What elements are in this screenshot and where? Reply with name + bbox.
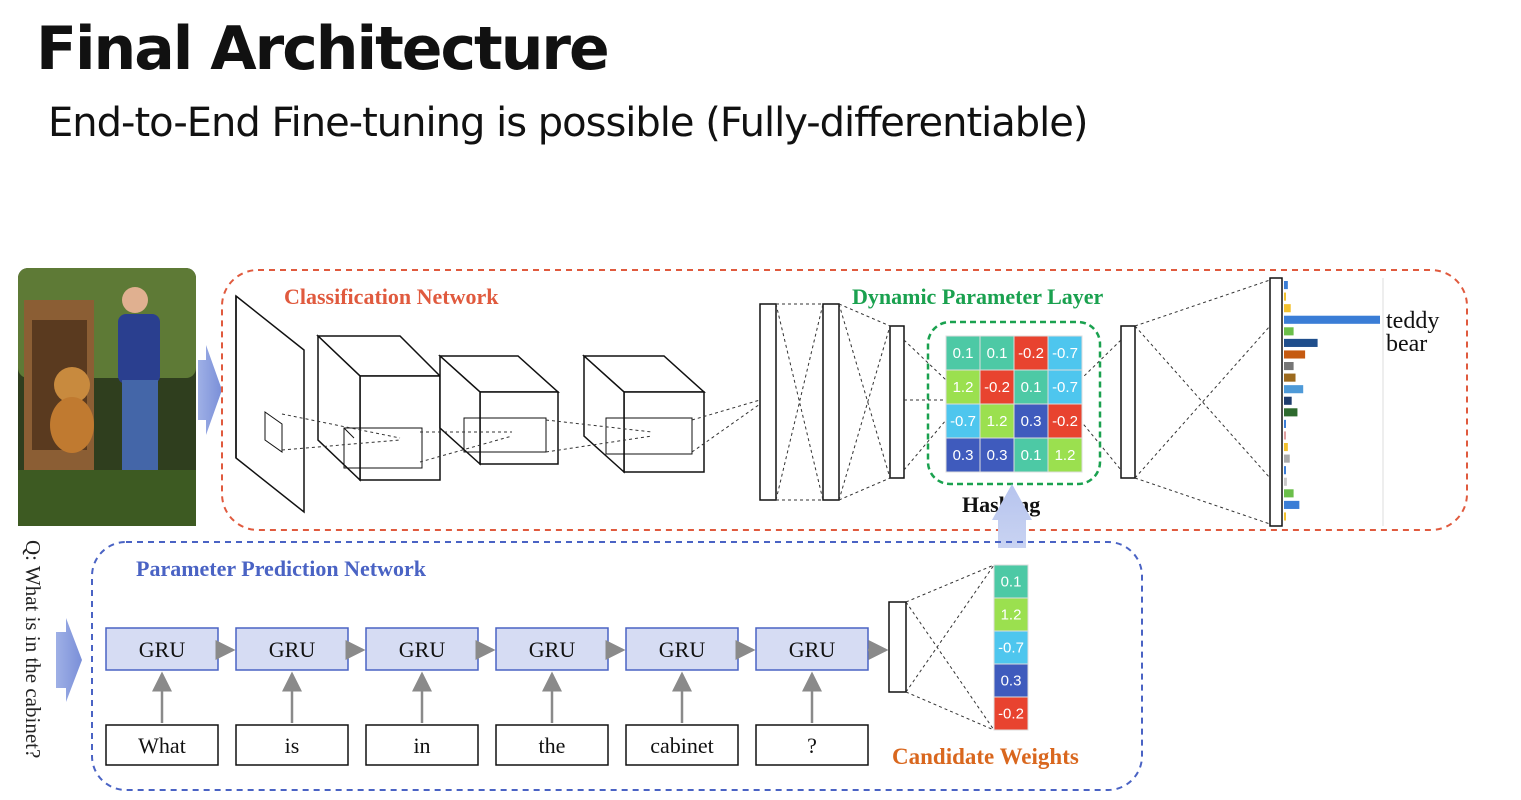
word-box [105,724,219,766]
weight-cell [945,437,981,473]
weight-cell-value: 0.3 [953,447,974,464]
word-token: is [285,733,300,758]
weight-cell-value: 1.2 [1055,447,1076,464]
candidate-weight-value: 1.2 [1001,607,1022,624]
gru-cell [105,627,219,671]
candidate-weight-cell [993,696,1029,731]
output-bar [1284,315,1380,324]
cnn-layer-1 [235,294,305,514]
output-bar [1284,396,1292,405]
ppn-label: Parameter Prediction Network [136,556,427,581]
weight-cell-value: -0.2 [1052,413,1078,430]
output-bar [1284,373,1296,382]
slide-title: Final Architecture [36,14,610,84]
word-token: ? [807,733,817,758]
classification-network-label: Classification Network [284,284,499,309]
ppn-fc-layer [888,601,907,693]
word-token: cabinet [650,733,714,758]
weight-cell-value: -0.7 [1052,379,1078,396]
output-histogram [1284,281,1380,521]
output-bar [1284,466,1286,475]
candidate-weight-cell [993,663,1029,698]
fc-layers [759,277,1283,527]
output-bar [1284,512,1286,521]
candidate-weight-cell [993,564,1029,599]
gru-label: GRU [399,637,446,662]
output-bar [1284,500,1300,509]
output-bar [1284,338,1318,347]
candidate-weight-cell [993,597,1029,632]
weight-cell-value: 0.3 [1021,413,1042,430]
candidate-weight-cell [993,630,1029,665]
output-bar [1284,408,1298,417]
weight-cell-value: 1.2 [953,379,974,396]
weight-cell-value: 0.1 [1021,447,1042,464]
cnn-cubes [316,334,706,482]
gru-row: GRU What GRU is GRU in GRU the GRU cabinet GRU? [105,627,869,766]
candidate-weight-value: 0.1 [1001,574,1022,591]
output-bar [1284,443,1288,452]
gru-cell [365,627,479,671]
image-input-arrow [198,345,222,435]
answer-text-line2: bear [1386,331,1427,357]
weight-cell [1013,369,1049,405]
gru-label: GRU [659,637,706,662]
weight-cell-value: 0.3 [987,447,1008,464]
candidate-weights-column: 0.1 1.2 -0.7 0.3 -0.2 [993,564,1029,731]
gru-cell [625,627,739,671]
weight-cell-value: 0.1 [987,345,1008,362]
slide-subtitle: End-to-End Fine-tuning is possible (Full… [48,100,1088,146]
output-bar [1284,477,1287,486]
word-box [365,724,479,766]
output-bar [1284,419,1286,428]
weight-cell [979,437,1015,473]
weight-cell [945,335,981,371]
weight-cell-value: -0.7 [950,413,976,430]
gru-label: GRU [139,637,186,662]
output-bar [1284,327,1294,336]
dynamic-parameter-label: Dynamic Parameter Layer [852,284,1104,309]
word-box [235,724,349,766]
word-box [755,724,869,766]
candidate-weight-value: -0.2 [998,706,1024,723]
output-bar [1284,431,1286,440]
dynamic-weight-grid: 0.1 0.1 -0.2 -0.7 1.2 -0.2 0.1 -0.7 -0.7 1.2 0.3 -0… [945,335,1083,473]
candidate-weight-value: -0.7 [998,640,1024,657]
hashing-up-arrow [992,484,1032,548]
output-bar [1284,385,1304,394]
question-text: Q: What is in the cabinet? [21,540,45,758]
word-box [625,724,739,766]
weight-cell-value: -0.7 [1052,345,1078,362]
gru-cell [755,627,869,671]
output-bar [1284,350,1306,359]
weight-cell-value: -0.2 [1018,345,1044,362]
word-box [495,724,609,766]
weight-cell-value: 1.2 [987,413,1008,430]
weight-cell-value: 0.1 [1021,379,1042,396]
output-bar [1284,304,1291,313]
weight-cell [1047,403,1083,439]
weight-cell [1013,335,1049,371]
output-bar [1284,454,1290,463]
gru-label: GRU [269,637,316,662]
output-bar [1284,362,1294,371]
word-token: the [539,733,566,758]
word-token: What [138,733,186,758]
answer-text-line1: teddy [1386,308,1439,334]
question-input-arrow [56,618,82,702]
output-bar [1284,292,1286,301]
candidate-weights-label: Candidate Weights [892,744,1079,769]
gru-label: GRU [529,637,576,662]
input-photo [18,268,196,526]
gru-label: GRU [789,637,836,662]
candidate-weight-value: 0.3 [1001,673,1022,690]
weight-cell-value: 0.1 [953,345,974,362]
weight-cell-value: -0.2 [984,379,1010,396]
output-bar [1284,489,1294,498]
gru-cell [495,627,609,671]
output-bar [1284,281,1288,290]
word-token: in [413,733,430,758]
weight-cell [1047,437,1083,473]
